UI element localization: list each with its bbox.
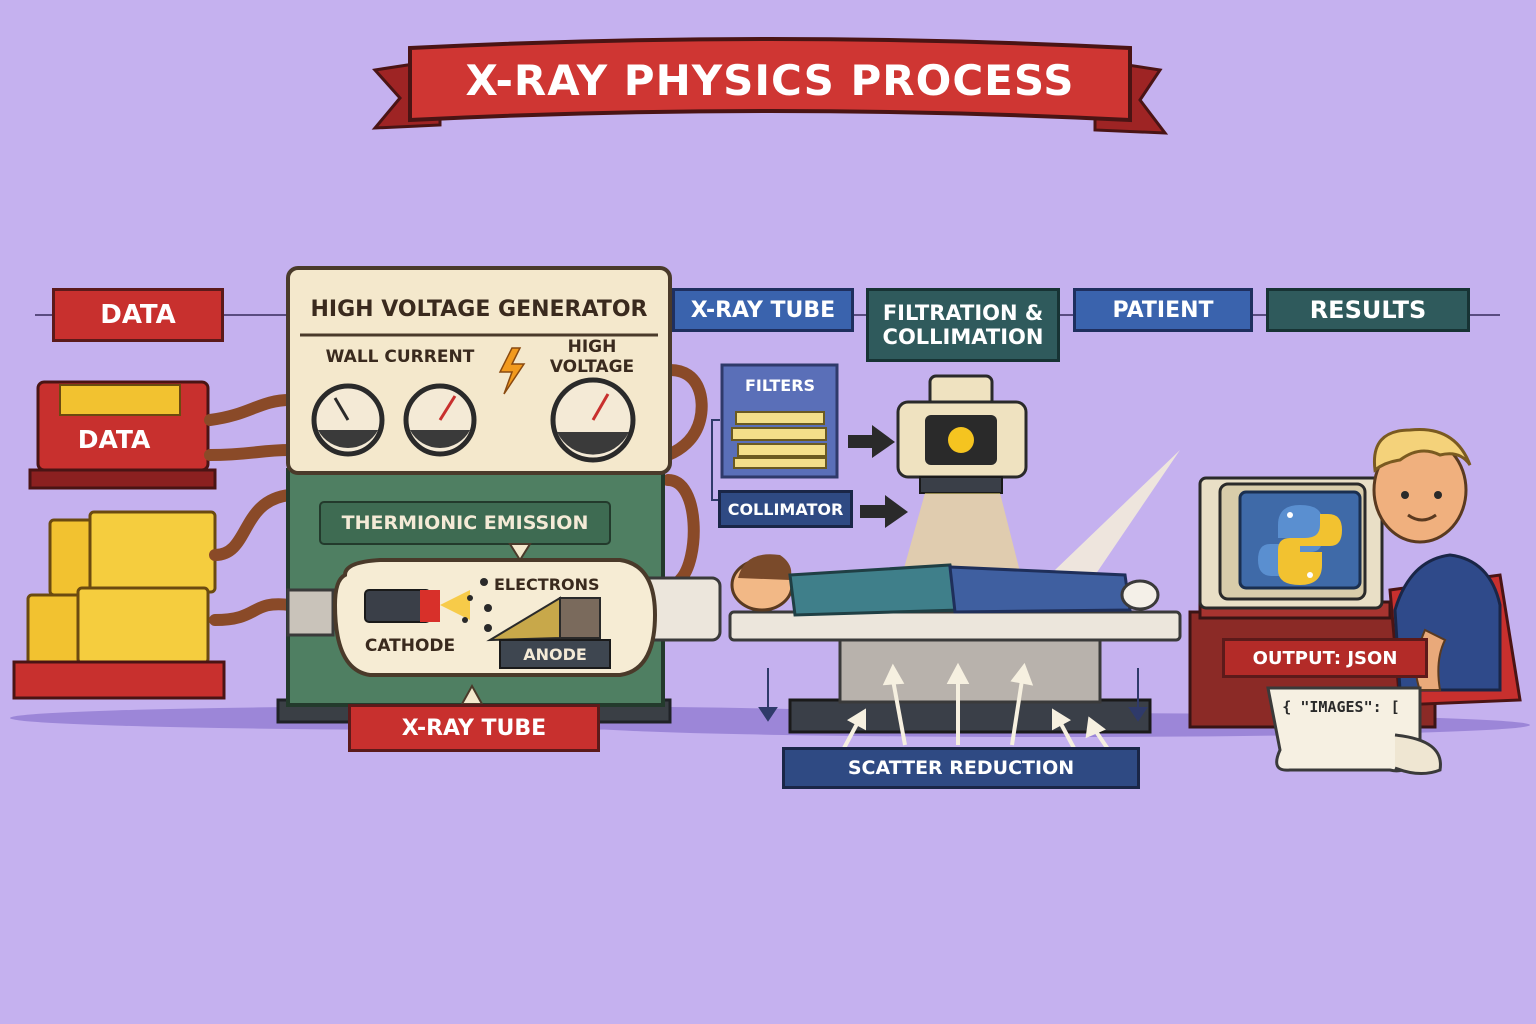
wall-current-label: WALL CURRENT [325, 347, 475, 367]
scatter-arrows [841, 662, 1114, 757]
patient-table [728, 610, 1182, 734]
stage-filtration: FILTRATION & COLLIMATION [866, 288, 1060, 362]
page-title: X-RAY PHYSICS PROCESS [465, 55, 1075, 105]
cathode-label: CATHODE [364, 636, 456, 656]
flow-arrows [848, 425, 908, 528]
xray-tube-glass [286, 558, 722, 677]
scatter-reduction-label: SCATTER REDUCTION [782, 747, 1140, 789]
gauge-high-voltage [550, 377, 636, 463]
electrons-label: ELECTRONS [494, 574, 600, 594]
stage-filtration-line2: COLLIMATION [882, 325, 1044, 349]
stage-data: DATA [52, 288, 224, 342]
folder-stack-bottom [12, 510, 226, 700]
output-json-label: OUTPUT: JSON [1222, 638, 1428, 678]
stage-results: RESULTS [1266, 288, 1470, 332]
stage-xray-tube: X-RAY TUBE [672, 288, 854, 332]
patient-figure [730, 554, 1160, 617]
thermionic-emission-label: THERMIONIC EMISSION [341, 512, 589, 534]
cables [204, 364, 708, 626]
collimator-head [896, 374, 1028, 494]
collimator-label: COLLIMATOR [718, 490, 853, 528]
scatter-beam [1055, 450, 1180, 590]
folder-stack-top [28, 380, 217, 490]
lightning-icon [498, 347, 526, 395]
json-scroll [1266, 686, 1442, 775]
electron-dots [462, 578, 492, 632]
filter-stack [720, 363, 839, 479]
anode-label: ANODE [523, 644, 587, 664]
data-folder-label: DATA [77, 424, 151, 454]
json-snippet: { "IMAGES": [ [1282, 698, 1400, 716]
person-figure [1372, 427, 1522, 707]
stage-patient: PATIENT [1073, 288, 1253, 332]
xray-tube-label: X-RAY TUBE [348, 704, 600, 752]
gauge-wall-current-2 [403, 383, 477, 457]
generator-title: HIGH VOLTAGE GENERATOR [310, 296, 648, 322]
stage-filtration-line1: FILTRATION & [882, 301, 1044, 325]
filters-label: FILTERS [744, 375, 816, 395]
gauge-wall-current-1 [311, 383, 385, 457]
title-ribbon [371, 37, 1169, 135]
high-voltage-label: HIGH VOLTAGE [549, 337, 635, 377]
floor-arrows [758, 668, 1148, 722]
